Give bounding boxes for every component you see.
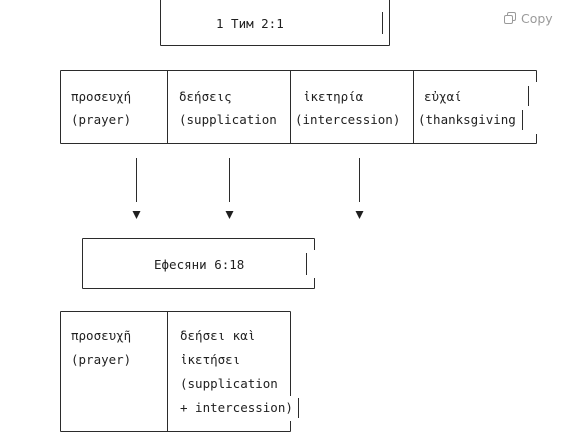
term-1tim-english-3: (intercession) (295, 112, 400, 127)
source-box-label: 1 Тим 2:1 (216, 16, 284, 31)
source-box: 1 Тим 2:1 (160, 0, 390, 46)
term-eph-2-line-1: δεήσει καὶ (180, 328, 255, 343)
term-eph-2-line-2: ἰκετήσει (180, 352, 240, 367)
connector-arrows (132, 158, 364, 219)
term-eph-2-line-4: + intercession) (180, 400, 293, 415)
connector-arrow-1-head (132, 211, 141, 219)
ascii-diagram: 1 Тим 2:1 προσευχή (prayer) δεήσεις (sup… (60, 0, 537, 432)
term-eph-1-line-2: (prayer) (71, 352, 131, 367)
copy-icon (504, 12, 516, 24)
target-box: Ефесяни 6:18 (82, 238, 315, 289)
term-1tim-english-2: (supplication (179, 112, 277, 127)
term-1tim-greek-2: δεήσεις (179, 89, 232, 104)
term-table-eph: προσευχῆ (prayer) δεήσει καὶ ἰκετήσει (s… (60, 311, 299, 432)
term-eph-1-line-1: προσευχῆ (71, 328, 131, 343)
term-eph-2-line-3: (supplication (180, 376, 278, 391)
term-1tim-english-1: (prayer) (71, 112, 131, 127)
connector-arrow-3-head (355, 211, 364, 219)
connector-arrow-2-head (225, 211, 234, 219)
term-table-1tim: προσευχή (prayer) δεήσεις (supplication … (60, 70, 537, 144)
copy-button[interactable]: Copy (504, 8, 553, 28)
term-1tim-english-4: (thanksgiving (418, 112, 516, 127)
term-1tim-greek-4: εὐχαί (424, 89, 462, 104)
term-1tim-greek-1: προσευχή (71, 89, 131, 104)
target-box-label: Ефесяни 6:18 (154, 257, 244, 272)
copy-label: Copy (521, 10, 553, 26)
term-1tim-greek-3: ἰκετηρία (303, 89, 364, 104)
